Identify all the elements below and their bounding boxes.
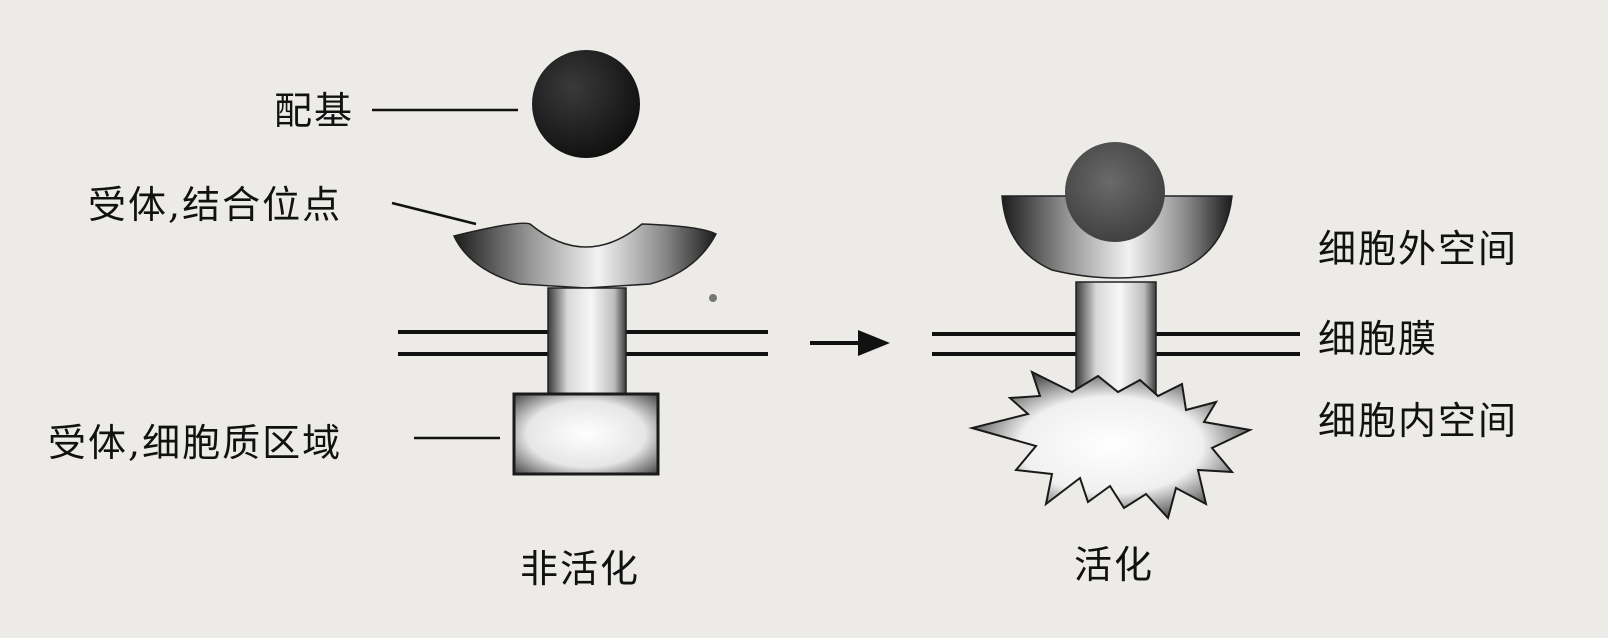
cell-membrane-inactive bbox=[398, 330, 768, 356]
bound-ligand bbox=[1065, 142, 1165, 242]
state-label-active: 活化 bbox=[1074, 543, 1155, 587]
binding-site-leader-line bbox=[391, 201, 477, 226]
ligand-sphere bbox=[532, 50, 640, 158]
label-extracellular-space: 细胞外空间 bbox=[1318, 227, 1519, 271]
activated-cytoplasmic-starburst bbox=[968, 370, 1254, 521]
active-receptor bbox=[932, 142, 1300, 521]
label-cell-membrane: 细胞膜 bbox=[1318, 317, 1439, 361]
stray-dot bbox=[709, 294, 717, 302]
cell-membrane-active bbox=[932, 332, 1300, 356]
label-ligand: 配基 bbox=[274, 89, 355, 133]
label-intracellular-space: 细胞内空间 bbox=[1318, 399, 1519, 443]
transition-arrow bbox=[810, 330, 890, 356]
inactive-receptor bbox=[372, 50, 768, 476]
label-binding-site: 受体,结合位点 bbox=[88, 183, 343, 227]
state-label-inactive: 非活化 bbox=[520, 547, 641, 591]
receptor-stem bbox=[547, 287, 627, 399]
cytoplasmic-domain bbox=[512, 392, 660, 476]
label-cytoplasmic-region: 受体,细胞质区域 bbox=[48, 421, 343, 465]
binding-site-cup bbox=[452, 222, 718, 289]
